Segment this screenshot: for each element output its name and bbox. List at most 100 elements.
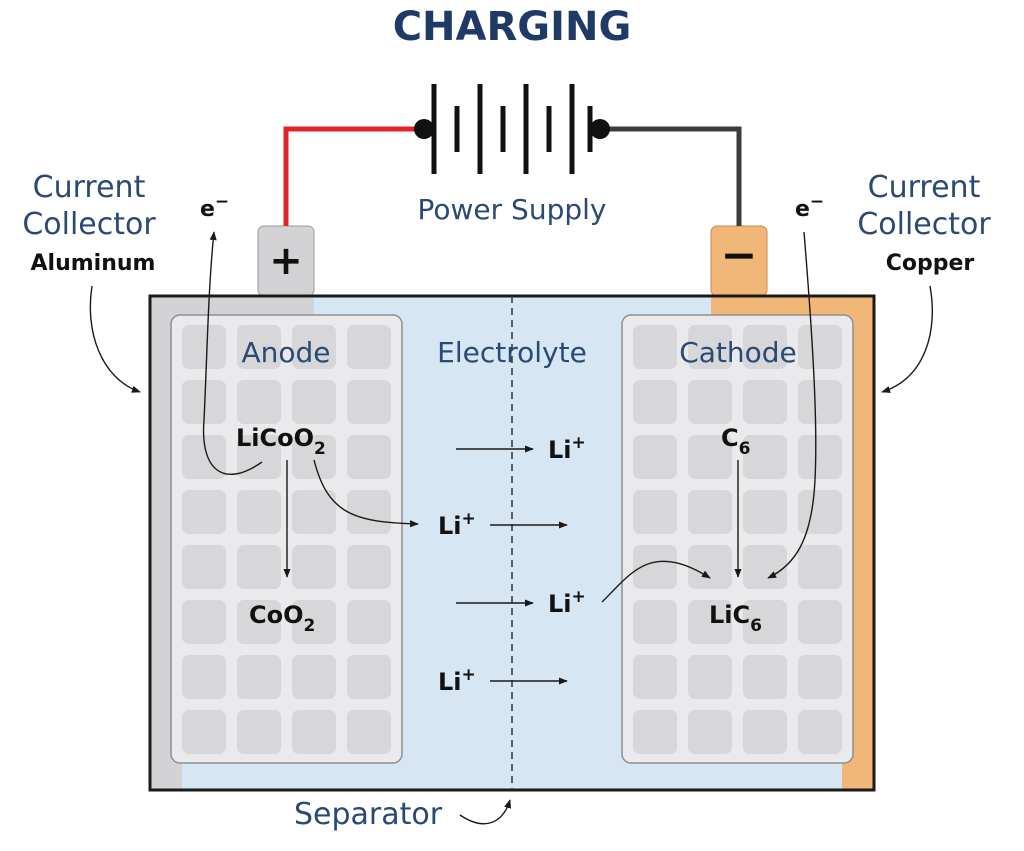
electrode-cell <box>292 435 336 479</box>
left-collector-pointer <box>89 285 141 393</box>
electrode-cell <box>743 600 787 644</box>
electrode-cell <box>347 325 391 369</box>
electrode-cell <box>743 545 787 589</box>
left-collector-line2: Collector <box>22 207 156 242</box>
electrode-cell <box>347 435 391 479</box>
electrode-cell <box>798 435 842 479</box>
electrode-cell <box>237 490 281 534</box>
electrode-cell <box>292 325 336 369</box>
electrode-cell <box>182 545 226 589</box>
electron-flow-left-arrow <box>202 231 263 475</box>
licoo2-label: LiCoO2 <box>236 424 326 459</box>
positive-wire <box>283 126 424 226</box>
power-supply-label: Power Supply <box>418 193 607 226</box>
electrode-cell <box>237 380 281 424</box>
li-ion-label: Li+ <box>438 509 476 540</box>
electrode-cell <box>798 380 842 424</box>
electrode-cell <box>798 710 842 754</box>
electrode-cell <box>743 435 787 479</box>
electrode-cell <box>633 490 677 534</box>
electrode-cell <box>633 655 677 699</box>
electrode-cell <box>182 325 226 369</box>
electrode-cell <box>347 600 391 644</box>
cathode-electrode <box>621 314 854 764</box>
electrode-cell <box>743 380 787 424</box>
li-ion-label: Li+ <box>548 587 586 618</box>
electron-flow-right-arrow <box>767 231 817 579</box>
li-ion-label: Li+ <box>438 665 476 696</box>
electrode-cell <box>292 655 336 699</box>
electrolyte-label: Electrolyte <box>437 336 587 369</box>
electrode-cell <box>743 710 787 754</box>
cathode-label: Cathode <box>679 336 797 369</box>
anode-label: Anode <box>241 336 330 369</box>
electrode-cell <box>743 490 787 534</box>
electrode-cell <box>237 655 281 699</box>
electrode-cell <box>182 710 226 754</box>
electrode-cell <box>237 435 281 479</box>
electrode-cell <box>633 710 677 754</box>
electrode-cell <box>633 600 677 644</box>
aluminum-top-strip <box>150 296 314 318</box>
negative-sign: − <box>721 230 758 281</box>
c6-label: C6 <box>721 424 750 459</box>
copper-top-strip <box>711 296 874 318</box>
electrode-cell <box>347 380 391 424</box>
electrode-cell <box>347 490 391 534</box>
electrode-cell <box>347 710 391 754</box>
electrode-cell <box>347 655 391 699</box>
electrode-cell <box>633 380 677 424</box>
electrode-cell <box>633 435 677 479</box>
electrode-cell <box>292 710 336 754</box>
electrode-cell <box>182 490 226 534</box>
electrode-cell <box>688 710 732 754</box>
right-collector-line2: Collector <box>857 207 991 242</box>
separator-label: Separator <box>294 797 443 832</box>
lic6-label: LiC6 <box>709 601 762 636</box>
coo2-label: CoO2 <box>249 601 315 636</box>
licoo2-to-li-arrow <box>313 459 419 528</box>
electrode-cell <box>633 545 677 589</box>
electrode-cell <box>237 710 281 754</box>
electrode-cell <box>798 325 842 369</box>
right-collector-pointer <box>881 285 933 393</box>
li-to-lic6-arrow <box>601 560 711 603</box>
electrode-cell <box>688 490 732 534</box>
electrode-cell <box>237 325 281 369</box>
electrode-cell <box>292 600 336 644</box>
electrode-cell <box>688 655 732 699</box>
electrode-cell <box>292 545 336 589</box>
electrode-cell <box>743 325 787 369</box>
electrode-cell <box>743 655 787 699</box>
negative-wire <box>600 126 742 226</box>
electrode-cell <box>688 325 732 369</box>
electrode-cell <box>237 545 281 589</box>
electrode-cell <box>688 545 732 589</box>
li-ion-label: Li+ <box>548 433 586 464</box>
reaction-arrows <box>202 231 817 825</box>
diagram-title: CHARGING <box>393 4 632 50</box>
electrode-cell <box>688 435 732 479</box>
anode-electrode <box>170 314 403 764</box>
positive-sign: + <box>269 238 303 284</box>
electrode-cell <box>182 600 226 644</box>
electron-label-right: e− <box>795 192 824 222</box>
left-collector-material: Aluminum <box>31 251 156 276</box>
electrode-cell <box>798 545 842 589</box>
electrode-cell <box>798 490 842 534</box>
electrode-cell <box>633 325 677 369</box>
electrode-cell <box>798 655 842 699</box>
electrode-cell <box>292 490 336 534</box>
electrode-cell <box>182 380 226 424</box>
electrode-cell <box>182 655 226 699</box>
left-collector-line1: Current <box>33 170 146 205</box>
electrode-cell <box>688 600 732 644</box>
battery-symbol <box>414 84 610 174</box>
electrode-cell <box>798 600 842 644</box>
electrode-cell <box>292 380 336 424</box>
electrode-cell <box>237 600 281 644</box>
electrode-cell <box>688 380 732 424</box>
electron-label-left: e− <box>200 192 229 222</box>
right-collector-material: Copper <box>886 251 975 276</box>
